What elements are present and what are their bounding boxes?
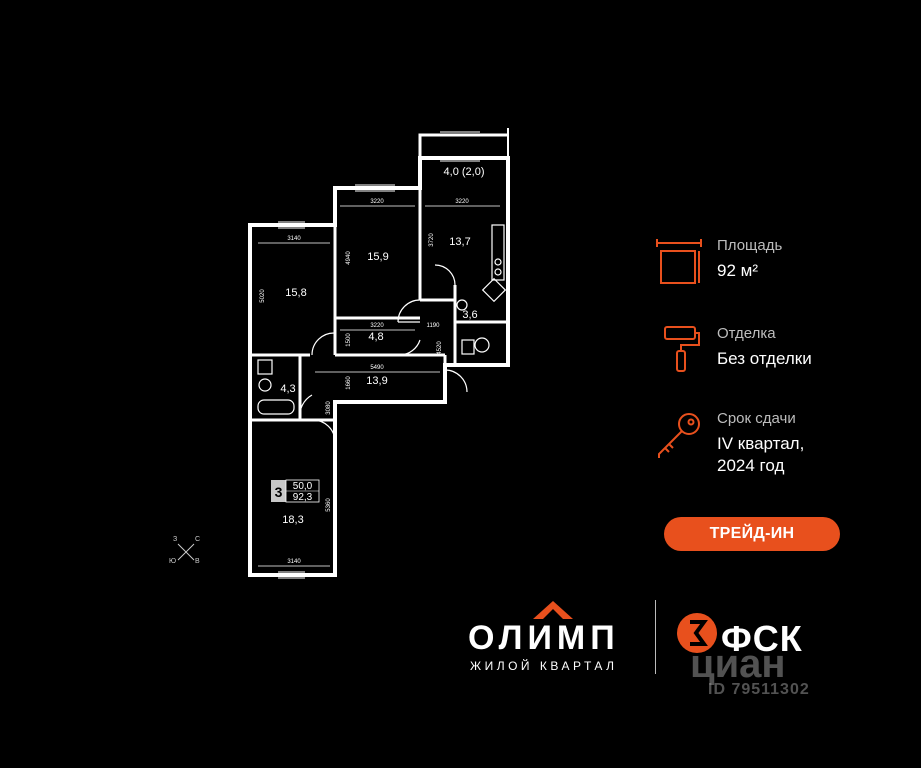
total-area: 92,3 — [293, 492, 313, 503]
dimension-label: 3220 — [455, 199, 469, 205]
dimension-label: 1500 — [346, 333, 352, 347]
olimp-logo-icon — [533, 601, 573, 619]
listing-id-watermark: ID 79511302 — [708, 681, 810, 698]
outer-wall — [248, 156, 510, 577]
dimension-label: 3220 — [370, 323, 384, 329]
deadline-value-line1: IV квартал, — [717, 434, 805, 453]
dimension-label: 3720 — [429, 233, 435, 247]
compass: З С Ю В — [168, 536, 204, 568]
compass-east: В — [195, 558, 200, 565]
dimension-label: 3140 — [287, 559, 301, 565]
dimension-label: 1190 — [427, 323, 441, 329]
olimp-subtitle: ЖИЛОЙ КВАРТАЛ — [470, 659, 618, 673]
room-area-closet: 4,8 — [368, 331, 383, 343]
trade-in-button[interactable]: ТРЕЙД-ИН — [664, 517, 840, 551]
room-area-wc: 3,6 — [462, 309, 477, 321]
room-area-balcony: 4,0 (2,0) — [444, 166, 485, 178]
dimension-label: 5020 — [260, 289, 266, 303]
fsk-logo-text: ФСК — [721, 618, 803, 659]
room-area-kitchen: 13,7 — [449, 236, 470, 248]
deadline-value-line2: 2024 год — [717, 456, 785, 475]
compass-south: Ю — [169, 558, 177, 565]
rooms-count-badge — [271, 480, 286, 502]
dimension-label: 3220 — [370, 199, 384, 205]
dimension-label: 5360 — [326, 498, 332, 512]
balcony-outline — [418, 133, 508, 158]
compass-north: С — [195, 536, 201, 543]
olimp-logo-text: ОЛИМП — [468, 619, 620, 657]
compass-cross-icon — [177, 543, 195, 561]
deadline-label: Срок сдачи — [717, 410, 796, 427]
living-area: 50,0 — [293, 481, 313, 492]
info-finish: Отделка Без отделки — [655, 325, 812, 373]
compass-west: З — [173, 536, 178, 543]
info-deadline: Срок сдачи IV квартал, 2024 год — [655, 410, 804, 477]
area-label: Площадь — [717, 237, 783, 254]
area-value: 92 м² — [717, 261, 758, 280]
dimension-label: 3140 — [287, 236, 301, 242]
rooms-count: 3 — [275, 484, 283, 500]
dimension-label: 5490 — [370, 365, 384, 371]
dimension-label: 1660 — [346, 376, 352, 390]
finish-label: Отделка — [717, 325, 776, 342]
paint-roller-icon — [664, 326, 700, 372]
info-area: Площадь 92 м² — [655, 237, 782, 285]
area-icon — [656, 239, 702, 284]
dimension-label: 3080 — [326, 401, 332, 415]
fsk-logo-icon — [677, 613, 717, 653]
logo-divider — [655, 600, 656, 674]
room-area-hall: 13,9 — [366, 375, 387, 387]
dimension-label: 4520 — [437, 341, 443, 355]
room-area-bedroom-left: 15,8 — [285, 287, 306, 299]
finish-value: Без отделки — [717, 349, 812, 368]
dimension-label: 4940 — [346, 251, 352, 265]
room-area-bedroom-middle: 15,9 — [367, 251, 388, 263]
room-area-bathroom: 4,3 — [280, 383, 295, 395]
room-area-living: 18,3 — [282, 514, 303, 526]
cian-watermark: циан — [690, 642, 786, 686]
key-icon — [658, 413, 700, 458]
